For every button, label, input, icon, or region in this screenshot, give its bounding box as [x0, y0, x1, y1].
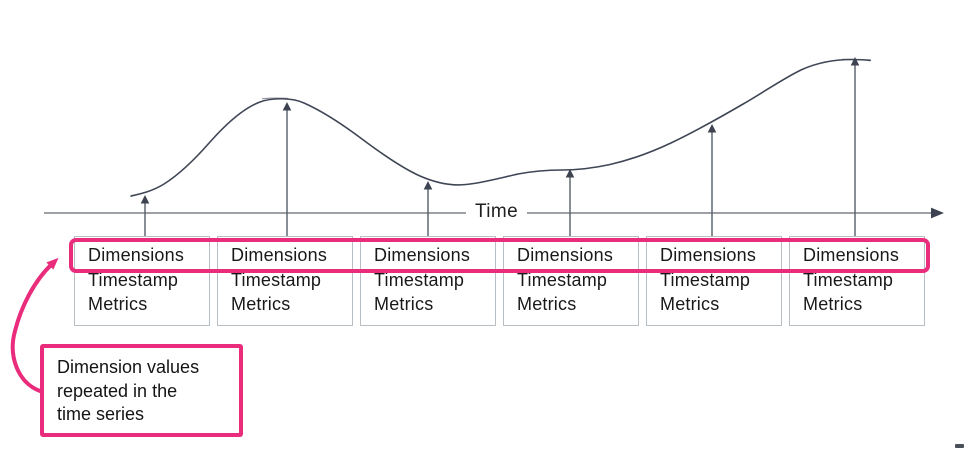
- record-field-metrics: Metrics: [517, 294, 577, 315]
- sample-arrow-head: [140, 195, 150, 204]
- sample-arrow-head: [850, 57, 860, 66]
- time-axis-label: Time: [466, 201, 528, 223]
- sample-arrow-head: [565, 169, 575, 178]
- record-field-metrics: Metrics: [660, 294, 720, 315]
- annotation-line: time series: [57, 404, 145, 424]
- record-field-dimensions: Dimensions: [660, 245, 757, 265]
- record-field-dimensions: Dimensions: [803, 245, 900, 265]
- record-field-metrics: Metrics: [803, 294, 863, 315]
- sample-arrow-heads: [140, 57, 860, 204]
- sketch-stroke-peak: [261, 97, 289, 100]
- record-field-dimensions: Dimensions: [374, 245, 471, 265]
- record-field-dimensions: Dimensions: [88, 245, 185, 265]
- record-card: Dimensions Timestamp Metrics: [789, 236, 925, 326]
- annotation-box: Dimension values repeated in the time se…: [40, 344, 243, 437]
- record-card: Dimensions Timestamp Metrics: [646, 236, 782, 326]
- record-field-dimensions: Dimensions: [517, 245, 614, 265]
- record-field-dimensions: Dimensions: [231, 245, 328, 265]
- record-field-timestamp: Timestamp: [517, 269, 608, 290]
- annotation-line: Dimension values: [57, 357, 200, 377]
- time-axis-arrowhead: [931, 207, 944, 219]
- record-card: Dimensions Timestamp Metrics: [503, 236, 639, 326]
- record-card: Dimensions Timestamp Metrics: [360, 236, 496, 326]
- record-field-metrics: Metrics: [231, 294, 291, 315]
- corner-artifact: [955, 444, 964, 448]
- record-field-timestamp: Timestamp: [88, 269, 179, 290]
- record-field-timestamp: Timestamp: [231, 269, 322, 290]
- record-card: Dimensions Timestamp Metrics: [217, 236, 353, 326]
- time-series-curve: [130, 58, 871, 197]
- sample-arrow-head: [707, 124, 717, 133]
- record-field-timestamp: Timestamp: [660, 269, 751, 290]
- record-field-timestamp: Timestamp: [803, 269, 894, 290]
- sketch-stroke-end: [841, 58, 872, 61]
- record-field-metrics: Metrics: [374, 294, 434, 315]
- record-card: Dimensions Timestamp Metrics: [74, 236, 210, 326]
- sample-arrow-head: [282, 102, 292, 111]
- record-field-metrics: Metrics: [88, 294, 148, 315]
- sample-arrow-head: [423, 181, 433, 190]
- annotation-line: repeated in the: [57, 380, 178, 401]
- record-field-timestamp: Timestamp: [374, 269, 465, 290]
